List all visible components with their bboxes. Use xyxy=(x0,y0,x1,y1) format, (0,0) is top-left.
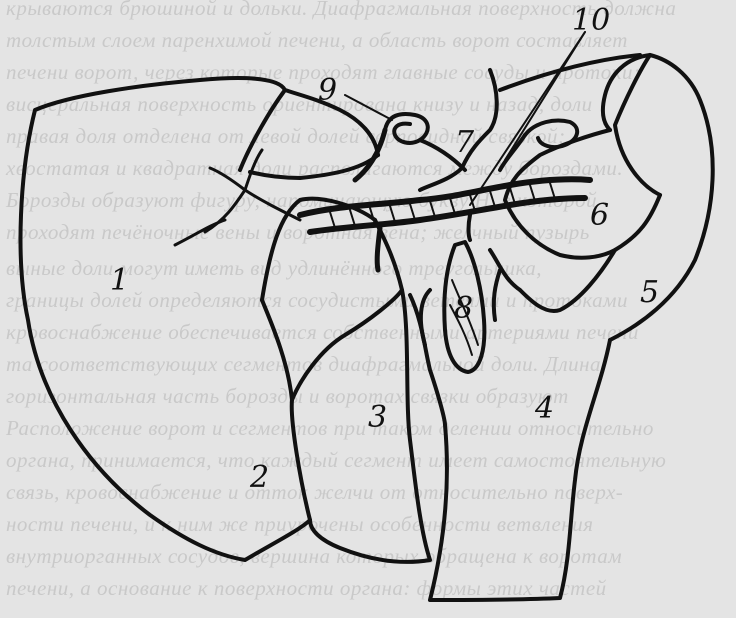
label-7: 7 xyxy=(455,125,475,160)
coiled-vessel-right xyxy=(525,121,577,148)
lobe-6-outline xyxy=(505,130,660,258)
label-1: 1 xyxy=(110,263,129,298)
label-6: 6 xyxy=(590,198,609,233)
right-lobe-upper-edge xyxy=(500,55,640,90)
label-2: 2 xyxy=(249,460,269,495)
label-8: 8 xyxy=(454,291,473,326)
right-lobe-top-fold xyxy=(615,55,660,195)
label-4: 4 xyxy=(534,391,554,426)
label-9: 9 xyxy=(318,73,337,108)
vessel-branch-left xyxy=(175,150,300,245)
lobe-5-inner-fold xyxy=(520,250,615,311)
label-5: 5 xyxy=(640,275,659,310)
label-3: 3 xyxy=(368,400,387,435)
label-10: 10 xyxy=(572,3,610,38)
lobe-4-outline xyxy=(410,295,610,600)
lobe-3-outline xyxy=(292,290,430,562)
vessel-branch-down-2 xyxy=(469,215,471,240)
vessel-branch-down-1 xyxy=(377,228,380,270)
